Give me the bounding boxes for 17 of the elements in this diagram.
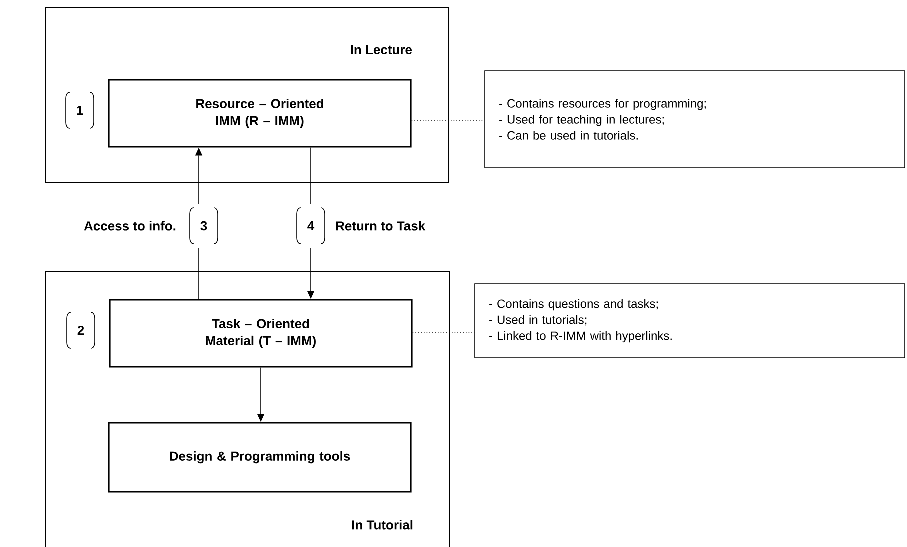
numbered-bracket: 3: [190, 208, 218, 244]
process-box: Design & Programming tools: [108, 422, 412, 493]
group-frame: [46, 8, 450, 184]
note-box: - Contains questions and tasks; - Used in tutorials; - Linked to R-IMM with hyperlinks.: [474, 284, 906, 358]
leader-line: [412, 332, 475, 334]
note-box: - Contains resources for programming; - Used for teaching in lectures; - Can be used in tutorials.: [484, 70, 906, 168]
group-title: In Tutorial: [352, 520, 413, 530]
edge-label: Access to info.: [84, 221, 176, 231]
group-title: In Lecture: [351, 45, 412, 55]
group-frame: [46, 272, 450, 547]
numbered-bracket: 1: [66, 92, 94, 129]
numbered-bracket: 4: [296, 208, 326, 244]
leader-line: [411, 120, 485, 122]
process-box: Resource – Oriented IMM (R – IMM): [108, 79, 412, 148]
edge-label: Return to Task: [336, 221, 426, 231]
process-box: Task – Oriented Material (T – IMM): [109, 299, 413, 368]
numbered-bracket: 2: [66, 312, 96, 349]
